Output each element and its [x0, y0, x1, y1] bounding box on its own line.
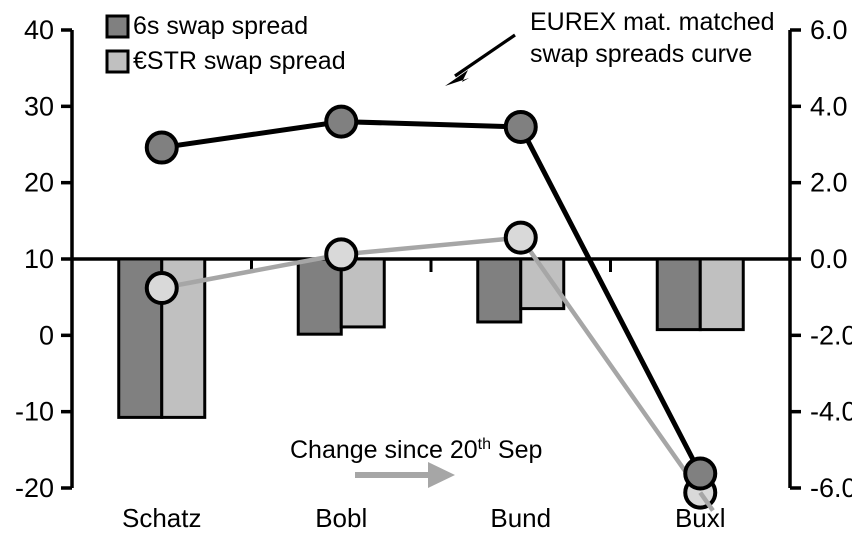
bar-buxl-estr	[698, 257, 745, 332]
bar-bobl-estr	[339, 257, 386, 329]
right-axis-tick-label: 4.0	[810, 91, 848, 121]
left-axis-tick-label: -20	[15, 473, 54, 503]
change-callout-arrow-head	[428, 462, 455, 488]
change-callout-tail: Sep	[491, 436, 542, 464]
eurex-callout-arrow-head	[445, 70, 469, 86]
change-callout-superscript: th	[478, 436, 491, 453]
left-axis-tick-label: 40	[24, 15, 54, 45]
estr-line-marker-schatz	[144, 271, 179, 306]
right-axis-tick-label: -2.0	[810, 320, 852, 350]
right-axis-tick-label: 6.0	[810, 15, 848, 45]
legend: 6s swap spread €STR swap spread	[105, 12, 346, 75]
eurex-callout-arrow-shaft	[454, 33, 516, 78]
estr-line-path	[161, 235, 703, 494]
legend-label-6s: 6s swap spread	[133, 12, 308, 40]
x-axis-category-labels: Schatz Bobl Bund Buxl	[122, 503, 726, 533]
estr-line-overshoot	[698, 491, 715, 512]
right-axis-tick-label: -4.0	[810, 397, 852, 427]
bar-schatz-6s	[117, 257, 164, 419]
x-axis-label-schatz: Schatz	[122, 503, 202, 533]
x-axis-label-buxl: Buxl	[675, 503, 726, 533]
line-series-group	[144, 104, 718, 512]
right-axis-tick-label: 2.0	[810, 168, 848, 198]
eurex-callout: EUREX mat. matched swap spreads curve	[445, 8, 775, 86]
bar-bund-6s	[476, 257, 523, 324]
right-axis: 6.0 4.0 2.0 0.0 -2.0 -4.0 -6.0	[788, 15, 852, 503]
left-axis-tick-label: -10	[15, 397, 54, 427]
change-callout: Change since 20th Sep	[290, 436, 542, 488]
left-axis-tick-label: 10	[24, 244, 54, 274]
x-axis-label-bobl: Bobl	[315, 503, 367, 533]
eurex-curve-marker-bobl	[324, 104, 359, 139]
eurex-curve-marker-buxl	[683, 456, 718, 491]
left-axis: 40 30 20 10 0 -10 -20	[15, 15, 74, 503]
x-axis-label-bund: Bund	[490, 503, 551, 533]
right-axis-tick-label: -6.0	[810, 473, 852, 503]
bar-bund-estr	[519, 257, 566, 311]
bar-buxl-6s	[655, 257, 702, 332]
legend-swatch-6s	[105, 14, 130, 39]
left-axis-tick-label: 20	[24, 168, 54, 198]
eurex-curve-marker-bund	[503, 109, 538, 144]
estr-line-marker-bund	[503, 220, 538, 255]
legend-swatch-estr	[105, 49, 130, 74]
bar-bobl-6s	[296, 257, 343, 336]
legend-label-estr: €STR swap spread	[133, 47, 346, 75]
left-axis-tick-label: 30	[24, 91, 54, 121]
eurex-curve-marker-schatz	[144, 130, 179, 165]
left-axis-tick-label: 0	[39, 320, 54, 350]
change-callout-main: Change since 20	[290, 436, 478, 464]
eurex-callout-line2: swap spreads curve	[530, 40, 752, 68]
right-axis-tick-label: 0.0	[810, 244, 848, 274]
change-callout-text: Change since 20th Sep	[290, 436, 542, 464]
eurex-callout-line1: EUREX mat. matched	[530, 8, 775, 36]
estr-line-marker-bobl	[324, 237, 359, 272]
eurex-curve-path	[161, 119, 703, 475]
bar-group	[117, 257, 745, 419]
